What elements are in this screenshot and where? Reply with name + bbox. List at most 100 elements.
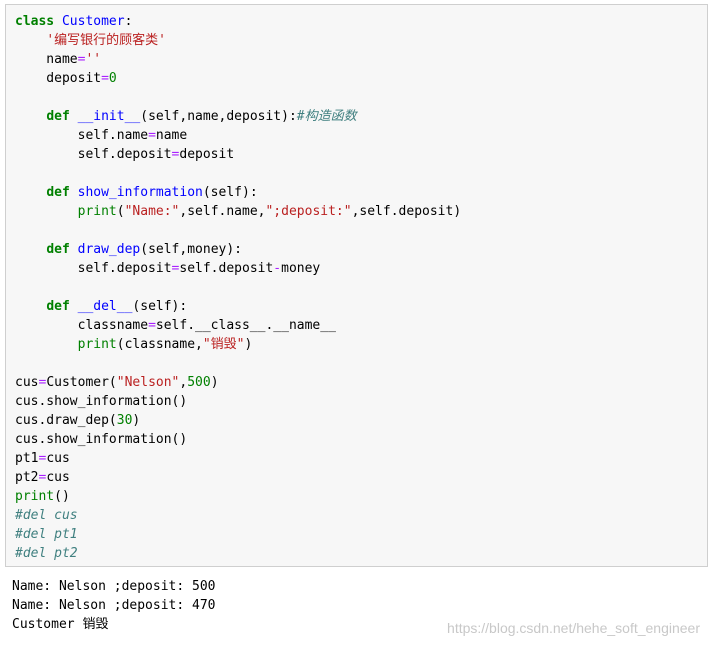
code-line — [15, 88, 461, 107]
code-token: '' — [85, 52, 102, 67]
code-line — [15, 278, 461, 297]
code-token — [15, 204, 78, 219]
code-line: print() — [15, 487, 461, 506]
code-line: deposit=0 — [15, 69, 461, 88]
code-token: cus.draw_dep( — [15, 413, 117, 428]
code-token: = — [171, 261, 180, 276]
code-line: classname=self.__class__.__name__ — [15, 316, 461, 335]
code-line: print(classname,"销毁") — [15, 335, 461, 354]
code-token: ( — [116, 204, 125, 219]
code-token: = — [101, 71, 109, 86]
code-token: (self,money): — [140, 242, 242, 257]
code-token: : — [124, 14, 133, 29]
code-token: money — [281, 261, 321, 276]
code-token: self.deposit — [15, 147, 172, 162]
code-line — [15, 354, 461, 373]
code-token: = — [38, 451, 47, 466]
output-line: Name: Nelson ;deposit: 470 — [12, 598, 216, 613]
code-token: self.deposit — [179, 261, 274, 276]
code-token: cus.show_information() — [15, 394, 188, 409]
code-line: cus=Customer("Nelson",500) — [15, 373, 461, 392]
code-line — [15, 164, 461, 183]
code-token: = — [171, 147, 180, 162]
code-token: self.__class__.__name__ — [155, 318, 336, 333]
output-line: Customer 销毁 — [12, 617, 109, 632]
code-token: "Nelson" — [116, 375, 180, 390]
code-token: , — [179, 375, 188, 390]
code-token: (self): — [202, 185, 258, 200]
code-token: draw_dep — [77, 242, 141, 257]
code-token — [15, 185, 46, 200]
code-token: () — [54, 489, 70, 504]
code-token: print — [77, 337, 117, 352]
code-token — [70, 242, 78, 257]
watermark-text: https://blog.csdn.net/hehe_soft_engineer — [447, 620, 700, 636]
code-token: __del__ — [77, 299, 133, 314]
code-token: 500 — [187, 375, 211, 390]
code-token: deposit — [15, 71, 102, 86]
code-token — [70, 185, 78, 200]
code-token: #构造函数 — [296, 109, 357, 124]
code-line: print("Name:",self.name,";deposit:",self… — [15, 202, 462, 221]
code-line: def __del__(self): — [15, 297, 461, 316]
code-token: #del pt1 — [15, 527, 78, 542]
code-token: cus — [46, 451, 70, 466]
code-token: classname — [15, 318, 149, 333]
code-token: = — [77, 52, 86, 67]
code-line: #del pt1 — [15, 525, 461, 544]
code-token: = — [148, 128, 156, 143]
code-token: deposit — [179, 147, 235, 162]
code-token: show_information — [77, 185, 203, 200]
code-token: name — [155, 128, 188, 143]
code-token: class — [15, 14, 55, 29]
code-line: name='' — [15, 50, 461, 69]
code-token: __init__ — [77, 109, 141, 124]
code-token — [15, 299, 46, 314]
code-token: ";deposit:" — [265, 204, 352, 219]
code-line: cus.draw_dep(30) — [15, 411, 461, 430]
code-token: "销毁" — [202, 337, 245, 352]
code-token: def — [46, 185, 70, 200]
code-token: (self): — [132, 299, 188, 314]
code-line: pt2=cus — [15, 468, 461, 487]
code-token: 30 — [116, 413, 133, 428]
code-line: self.name=name — [15, 126, 461, 145]
code-token: (classname, — [116, 337, 203, 352]
code-editor[interactable]: class Customer: '编写银行的顾客类' name='' depos… — [15, 12, 461, 563]
code-line: self.deposit=deposit — [15, 145, 461, 164]
code-token: = — [148, 318, 156, 333]
code-line — [15, 221, 461, 240]
code-token: pt1 — [15, 451, 39, 466]
code-token: def — [46, 109, 70, 124]
code-token: 0 — [108, 71, 117, 86]
code-token — [70, 109, 78, 124]
code-line: def show_information(self): — [15, 183, 461, 202]
code-token: self.deposit — [15, 261, 172, 276]
code-token: ,self.deposit) — [351, 204, 462, 219]
code-token — [15, 242, 46, 257]
code-line: cus.show_information() — [15, 430, 461, 449]
code-token: "Name:" — [124, 204, 180, 219]
code-cell-input[interactable]: class Customer: '编写银行的顾客类' name='' depos… — [5, 4, 708, 567]
code-line: def draw_dep(self,money): — [15, 240, 461, 259]
code-line: class Customer: — [15, 12, 461, 31]
code-token: ) — [244, 337, 253, 352]
code-token: = — [38, 470, 47, 485]
code-token: def — [46, 299, 70, 314]
code-token — [70, 299, 78, 314]
code-token: name — [15, 52, 78, 67]
code-line: #del cus — [15, 506, 461, 525]
code-line: '编写银行的顾客类' — [15, 31, 461, 50]
code-token: Customer( — [46, 375, 117, 390]
code-token: def — [46, 242, 70, 257]
code-token: cus — [15, 375, 39, 390]
code-token — [15, 33, 46, 48]
code-token: cus — [46, 470, 70, 485]
code-line: def __init__(self,name,deposit):#构造函数 — [15, 107, 461, 126]
code-line: cus.show_information() — [15, 392, 461, 411]
code-token: Customer — [61, 14, 125, 29]
code-token: self.name — [15, 128, 149, 143]
code-line: pt1=cus — [15, 449, 461, 468]
code-token: ) — [132, 413, 141, 428]
